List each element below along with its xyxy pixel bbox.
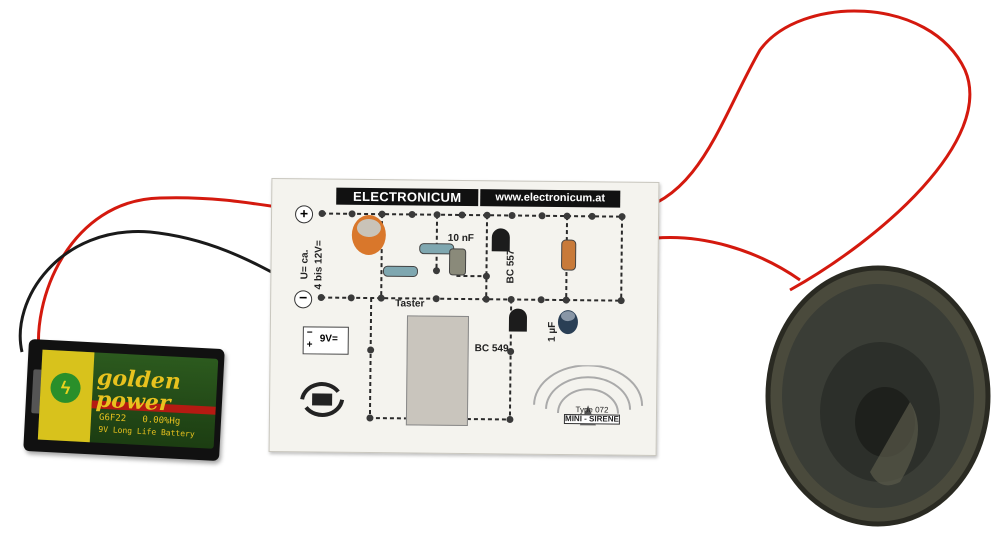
- battery-yellow-band: ϟ: [37, 349, 95, 443]
- brand-logo-icon: ϟ: [49, 372, 82, 404]
- cap-10nf-label: 10 nF: [447, 232, 475, 245]
- red-wire-speaker-a: [639, 236, 801, 282]
- type-label: Type 072 MINI - SIRENE: [563, 405, 620, 425]
- electrolytic-capacitor: [351, 214, 386, 255]
- battery-symbol-minus: −: [306, 327, 313, 339]
- minus-terminal-mark: −: [294, 289, 313, 309]
- battery-symbol-voltage: 9V=: [319, 333, 338, 345]
- resistor-3: [561, 239, 577, 271]
- voltage-label: U= ca.: [299, 249, 311, 280]
- recycle-icon: [300, 382, 345, 417]
- siren-icon: [533, 364, 644, 426]
- speaker: [765, 265, 991, 527]
- battery-9v: ϟ golden power G6F22 0.00%Hg 9V Long Lif…: [23, 338, 225, 462]
- battery-symbol: − + 9V=: [302, 326, 349, 355]
- resistor-1: [419, 243, 455, 255]
- components: [351, 214, 578, 335]
- bc549-label: BC 549: [474, 343, 509, 355]
- red-wire-loop: [627, 9, 972, 292]
- battery-symbol-plus: +: [306, 339, 313, 351]
- type-name: MINI - SIRENE: [563, 414, 620, 425]
- transistor-bc549: [508, 308, 527, 332]
- plus-terminal-mark: +: [294, 205, 314, 224]
- small-capacitor: [557, 310, 578, 335]
- voltage-range-label: 4 bis 12V=: [313, 240, 325, 290]
- ceramic-capacitor: [448, 248, 467, 276]
- transistor-bc557: [491, 228, 510, 252]
- red-wire-battery: [37, 196, 319, 361]
- taster-label: Taster: [395, 298, 425, 310]
- push-button[interactable]: [405, 315, 470, 427]
- circuit-board: ELECTRONICUM www.electronicum.at: [268, 177, 660, 457]
- cap-1uf-label: 1 µF: [546, 321, 558, 342]
- battery-description: 9V Long Life Battery: [98, 424, 195, 439]
- battery-brand: golden power: [95, 364, 182, 417]
- bc557-label: BC 557: [505, 249, 517, 284]
- battery-label: ϟ golden power G6F22 0.00%Hg 9V Long Lif…: [37, 349, 219, 449]
- resistor-2: [382, 265, 418, 277]
